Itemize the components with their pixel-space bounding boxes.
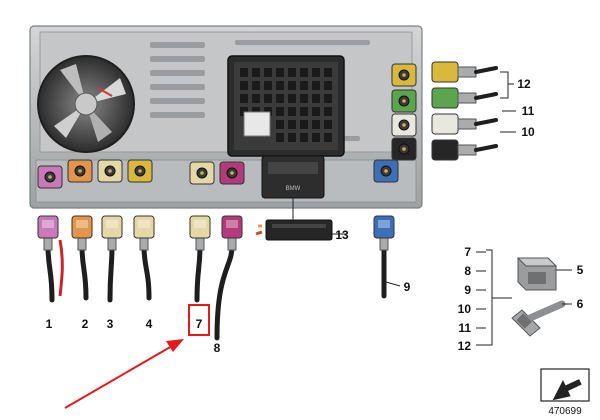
reference-number: 470699 [548, 406, 582, 417]
main-connector-block [227, 55, 345, 157]
callout-12: 12 [517, 77, 531, 91]
callout-7: 7 [196, 317, 203, 331]
callout-9: 9 [404, 280, 411, 294]
callout-3: 3 [107, 317, 114, 331]
callout-13: 13 [335, 228, 349, 242]
socket-black-right [391, 137, 417, 161]
diagram-reference: 470699 [540, 368, 590, 417]
legend-item-11: 11 [458, 321, 471, 335]
legend-part-5: 5 [577, 263, 584, 277]
socket-white-right [391, 113, 417, 137]
connector-13 [255, 219, 333, 241]
connector-8 [214, 215, 243, 341]
connector-1 [37, 215, 59, 303]
bmw-connector: BMW [261, 155, 325, 199]
socket-magenta [219, 161, 245, 185]
cooling-fan [37, 55, 135, 153]
red-wire [58, 239, 64, 297]
socket-yellow [127, 159, 153, 183]
connector-11 [431, 113, 498, 135]
connector-7 [189, 215, 211, 303]
highlight-box-7 [188, 304, 210, 336]
leader-lines [292, 71, 516, 287]
socket-orange [67, 159, 93, 183]
legend-item-9: 9 [464, 283, 471, 297]
legend-item-8: 8 [464, 264, 471, 278]
connector-9 [373, 215, 395, 299]
socket-cream-2 [189, 161, 215, 185]
connector-12a [431, 61, 498, 83]
connector-12b [431, 87, 498, 109]
red-arrow [64, 339, 184, 409]
callout-2: 2 [82, 317, 89, 331]
connector-10 [431, 139, 498, 161]
bmw-connector-label: BMW [286, 186, 301, 192]
connector-4 [133, 215, 155, 301]
callout-8: 8 [214, 341, 221, 355]
socket-blue [373, 159, 399, 183]
socket-yellow-right [391, 63, 417, 87]
socket-violet [37, 165, 63, 189]
legend-part-6: 6 [577, 297, 584, 311]
part-5-block [516, 257, 558, 291]
callout-10: 10 [521, 125, 535, 139]
legend-item-7: 7 [464, 245, 471, 259]
legend-item-10: 10 [458, 302, 472, 316]
legend-panel: 7 8 9 10 11 12 5 6 [458, 245, 584, 353]
callout-1: 1 [46, 317, 53, 331]
callout-numbers: 1 2 3 4 7 8 9 10 11 12 13 [46, 77, 535, 355]
legend-item-12: 12 [458, 339, 472, 353]
white-plug [243, 111, 271, 137]
socket-cream-1 [97, 159, 123, 183]
callout-11: 11 [522, 104, 535, 118]
loose-connectors [37, 61, 498, 341]
callout-4: 4 [146, 317, 153, 331]
unit-sockets [37, 63, 417, 189]
part-6-plug [511, 300, 566, 337]
connector-3 [101, 215, 123, 303]
connector-2 [71, 215, 93, 301]
socket-green-right [391, 89, 417, 113]
